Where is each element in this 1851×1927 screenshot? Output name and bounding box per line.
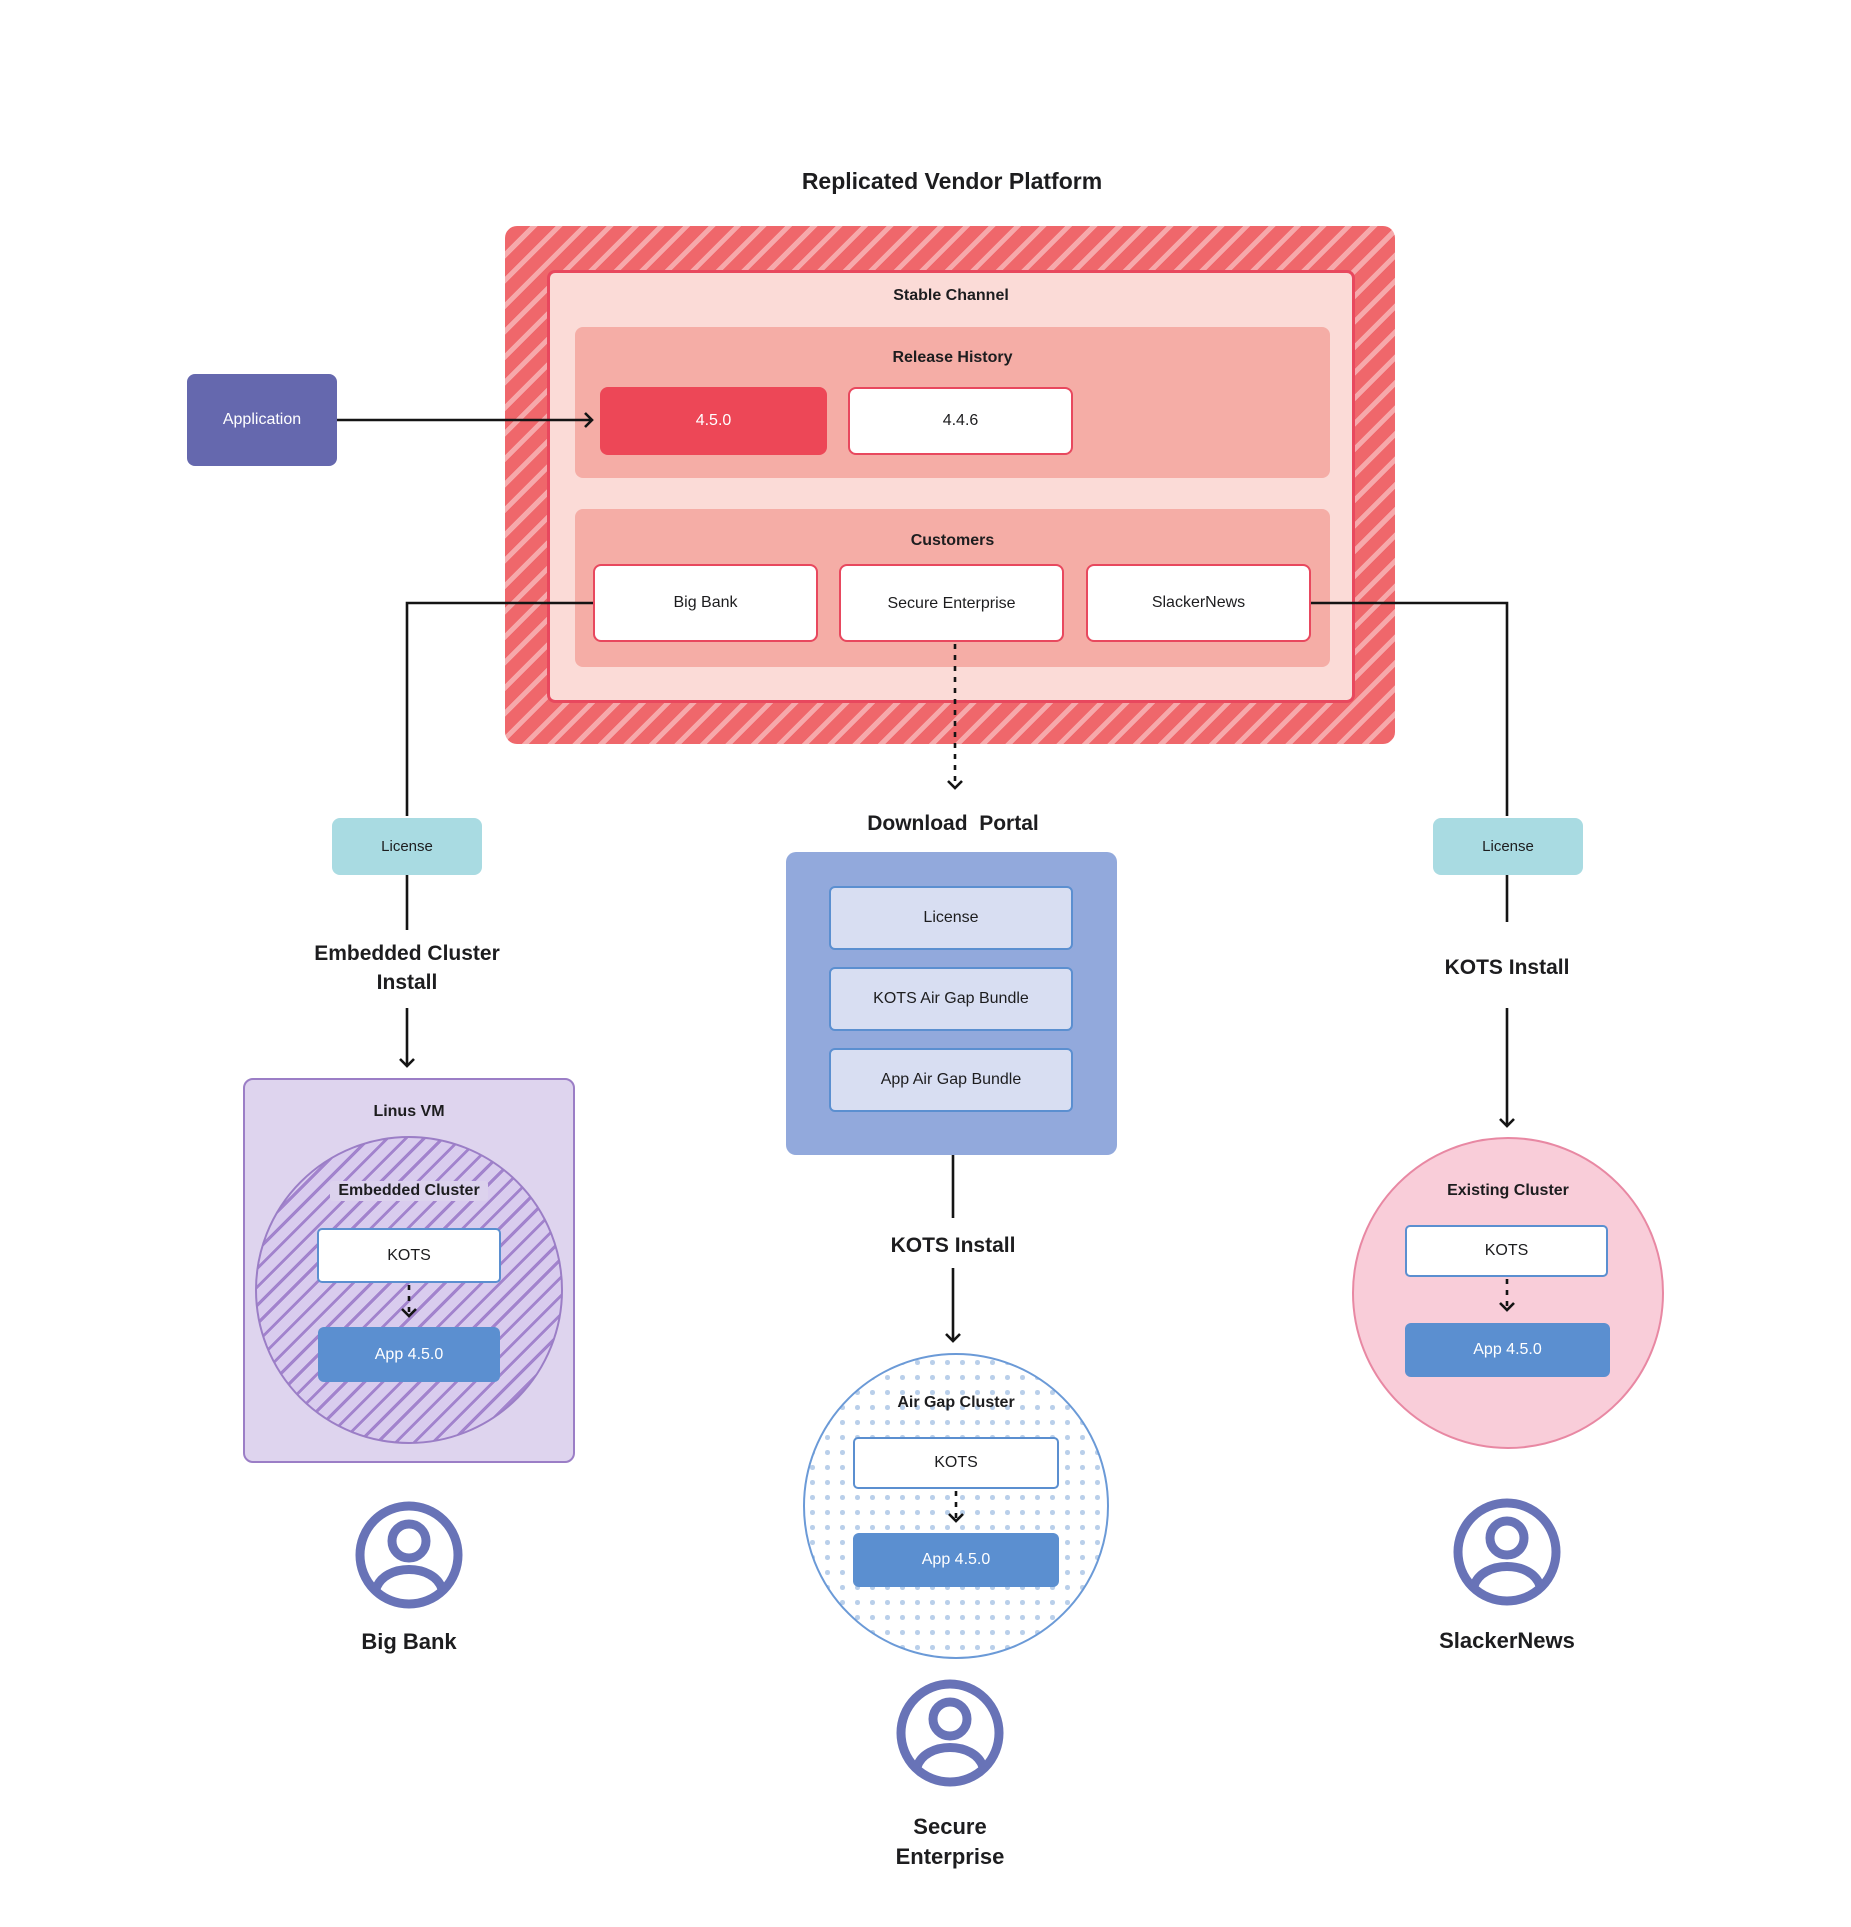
slackernews-user-icon	[1453, 1498, 1561, 1606]
download-portal-title: Download Portal	[867, 811, 1039, 835]
air-gap-cluster-label: Air Gap Cluster	[897, 1394, 1015, 1411]
portal-app-bundle-item: App Air Gap Bundle	[829, 1048, 1073, 1112]
right-app-box: App 4.5.0	[1405, 1323, 1610, 1377]
middle-app-box: App 4.5.0	[853, 1533, 1059, 1587]
slackernews-user-label: SlackerNews	[1439, 1628, 1575, 1653]
big-bank-user-icon	[355, 1501, 463, 1609]
existing-cluster-label: Existing Cluster	[1447, 1182, 1569, 1199]
middle-kots-box: KOTS	[853, 1437, 1059, 1489]
customer-secure-enterprise: Secure Enterprise	[839, 564, 1064, 642]
left-kots-box: KOTS	[317, 1228, 501, 1283]
right-install-label: KOTS Install	[1444, 955, 1570, 979]
air-gap-cluster-circle	[803, 1353, 1109, 1659]
release-4-4-6: 4.4.6	[848, 387, 1073, 455]
stable-channel-label: Stable Channel	[893, 287, 1009, 304]
right-kots-box: KOTS	[1405, 1225, 1608, 1277]
secure-enterprise-user-icon	[896, 1679, 1004, 1787]
customers-label: Customers	[910, 532, 995, 549]
portal-license-item: License	[829, 886, 1073, 950]
release-4-5-0: 4.5.0	[600, 387, 827, 455]
middle-install-label: KOTS Install	[890, 1233, 1016, 1257]
right-license-box: License	[1433, 818, 1583, 875]
customer-slackernews: SlackerNews	[1086, 564, 1311, 642]
left-app-box: App 4.5.0	[318, 1327, 500, 1382]
portal-kots-bundle-item: KOTS Air Gap Bundle	[829, 967, 1073, 1031]
secure-enterprise-user-label: Secure Enterprise	[895, 1814, 1005, 1869]
customer-big-bank: Big Bank	[593, 564, 818, 642]
release-history-label: Release History	[892, 349, 1013, 366]
linus-vm-label: Linus VM	[373, 1103, 445, 1120]
left-install-label: Embedded Cluster Install	[314, 942, 500, 994]
page-title: Replicated Vendor Platform	[801, 167, 1103, 194]
big-bank-user-label: Big Bank	[361, 1629, 457, 1654]
embedded-cluster-label: Embedded Cluster	[243, 1180, 575, 1202]
left-license-box: License	[332, 818, 482, 875]
embedded-cluster-label-text: Embedded Cluster	[330, 1181, 488, 1201]
application-box: Application	[187, 374, 337, 466]
customer-secure-enterprise-label: Secure Enterprise	[887, 594, 1016, 612]
